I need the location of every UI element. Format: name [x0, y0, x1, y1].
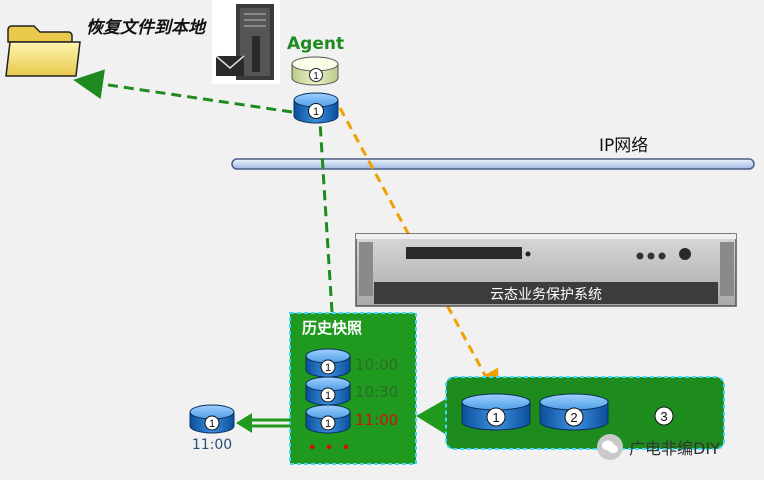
snapshot-disk-number: 1	[325, 362, 331, 374]
snapshot-time-3: 11:00	[355, 411, 398, 429]
agent-label: Agent	[287, 34, 344, 54]
snapshot-row-2: 1	[305, 376, 351, 406]
backup-arrow	[338, 107, 500, 402]
agent-disk-top: 1	[291, 56, 339, 86]
ip-network-bar	[231, 158, 755, 170]
restore-arrow	[73, 69, 293, 114]
restore-double-arrow	[236, 413, 300, 433]
agent-disk-bottom: 1	[293, 92, 339, 124]
agent-disk-top-number: 1	[313, 71, 319, 82]
restored-disk: 1	[189, 404, 235, 434]
pool-extra: 3	[654, 406, 674, 426]
snapshot-time-1: 10:00	[355, 356, 398, 374]
folder-icon	[5, 25, 81, 77]
pool-disk-1-number: 1	[492, 410, 499, 425]
snapshot-row-3: 1	[305, 404, 351, 434]
snapshot-disk-number: 1	[325, 390, 331, 402]
pool-disk-2-number: 2	[570, 410, 577, 425]
snapshot-row-1: 1	[305, 348, 351, 378]
pool-disk-2: 2	[539, 393, 609, 431]
agent-disk-bottom-number: 1	[313, 106, 319, 118]
network-label: IP网络	[599, 136, 648, 156]
restore-label: 恢复文件到本地	[86, 18, 207, 38]
watermark-text: 广电非编DIY	[629, 439, 720, 458]
wechat-icon	[597, 434, 623, 460]
pool-disk-1: 1	[461, 393, 531, 431]
protection-device	[355, 233, 737, 307]
server-icon	[212, 0, 280, 84]
watermark: 广电非编DIY	[597, 434, 720, 460]
snapshot-disk-number: 1	[325, 418, 331, 430]
device-label: 云态业务保护系统	[490, 287, 602, 303]
pool-extra-number: 3	[660, 409, 667, 424]
restored-disk-time: 11:00	[192, 437, 232, 453]
snapshot-time-2: 10:30	[355, 383, 398, 401]
snapshot-title: 历史快照	[302, 319, 362, 337]
restored-disk-number: 1	[209, 418, 215, 430]
snapshot-more: • • •	[308, 441, 352, 456]
snapshot-to-agent-line	[318, 121, 334, 313]
